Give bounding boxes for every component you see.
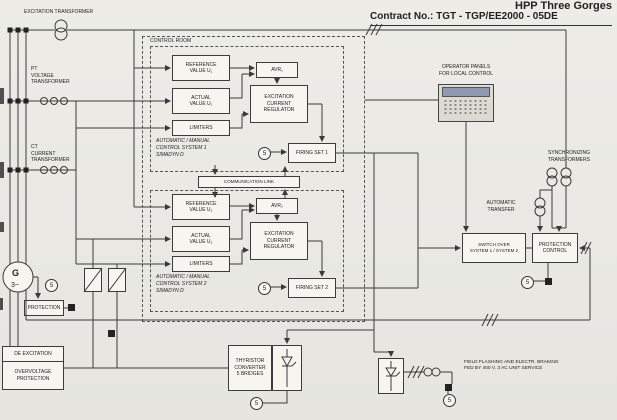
automatic-transfer-label: AUTOMATIC TRANSFER <box>486 200 516 213</box>
excitation-transformer-label: EXCITATION TRANSFORMER <box>24 9 94 15</box>
reference-value-2-box: REFERENCE VALUE U₂ <box>172 194 230 220</box>
thyristor-converter-box: THYRISTOR CONVERTER 5 BRIDGES <box>228 345 272 391</box>
control-room-label: CONTROL ROOM <box>150 38 192 44</box>
contract-number: Contract No.: TGT - TGP/EE2000 - 05DE <box>370 11 612 26</box>
scan-artifact <box>0 162 4 178</box>
excitation-current-regulator-1-box: EXCITATION CURRENT REGULATOR <box>250 85 308 123</box>
protection-box: PROTECTION <box>24 300 64 316</box>
field-breaker-symbol <box>423 367 441 377</box>
generator-phases: 3~ <box>11 282 19 289</box>
measuring-converter-1-box <box>84 268 102 292</box>
excitation-transformer-symbol <box>54 19 68 41</box>
scan-artifact <box>0 298 3 310</box>
connection-marker-field: 5 <box>443 394 456 407</box>
actual-value-1-box: ACTUAL VALUE U₁ <box>172 88 230 114</box>
operator-panels-label: OPERATOR PANELS FOR LOCAL CONTROL <box>439 64 493 77</box>
synchronizing-transformers-label: SYNCHRONIZING TRANSFORMERS <box>548 150 590 163</box>
system-2-caption: AUTOMATIC / MANUAL CONTROL SYSTEM 2 SIMA… <box>156 274 210 294</box>
operator-panel-screen <box>442 87 490 97</box>
generator-letter: G <box>12 268 19 278</box>
excitation-current-regulator-2-box: EXCITATION CURRENT REGULATOR <box>250 222 308 260</box>
control-system-2-frame <box>150 190 344 312</box>
overvoltage-protection-box: OVERVOLTAGE PROTECTION <box>2 361 64 390</box>
firing-set-2-box: FIRING SET 2 <box>288 278 336 298</box>
automatic-transfer-transformer-symbol <box>534 197 546 217</box>
firing-set-1-box: FIRING SET 1 <box>288 143 336 163</box>
limiters-1-box: LIMITERS <box>172 120 230 136</box>
scan-artifact <box>0 88 4 104</box>
operator-panel-buttons <box>443 99 489 115</box>
generator-symbol: G 3~ <box>2 261 34 293</box>
reference-value-1-box: REFERENCE VALUE U₁ <box>172 55 230 81</box>
connection-marker-protection: 5 <box>521 276 534 289</box>
connection-marker-converter: 5 <box>250 397 263 410</box>
avr-2-box: AVR₂ <box>256 198 298 214</box>
thyristor-symbol-box <box>272 345 302 391</box>
protection-control-box: PROTECTION CONTROL <box>532 233 578 263</box>
ct-label: CT CURRENT TRANSFORMER <box>31 144 70 163</box>
connection-marker-firing-2: 5 <box>258 282 271 295</box>
system-1-caption: AUTOMATIC / MANUAL CONTROL SYSTEM 1 SIMA… <box>156 138 210 158</box>
connection-marker-generator: 5 <box>45 279 58 292</box>
actual-value-2-box: ACTUAL VALUE U₂ <box>172 226 230 252</box>
pt-symbols <box>40 97 68 105</box>
control-room-box <box>142 36 365 322</box>
communication-link-box: COMMUNICATION LINK <box>198 176 300 188</box>
de-excitation-box: DE EXCITATION <box>2 346 64 362</box>
synchronizing-transformer-symbols <box>546 167 572 187</box>
page-title: HPP Three Gorges <box>515 0 612 12</box>
field-flash-thyristor-box <box>378 358 404 394</box>
measuring-converter-2-box <box>108 268 126 292</box>
ct-symbols <box>40 166 68 174</box>
connection-marker-firing-1: 5 <box>258 147 271 160</box>
control-system-1-frame <box>150 46 344 172</box>
scan-artifact <box>0 222 4 232</box>
pt-label: PT VOLTAGE TRANSFORMER <box>31 66 70 85</box>
field-flashing-label: FIELD FLASHING AND ELECTR. BRAKING FED B… <box>464 360 559 372</box>
operator-panel-image <box>438 84 494 122</box>
switch-over-box: SWITCH OVER SYSTEM 1 / SYSTEM 2 <box>462 233 526 263</box>
limiters-2-box: LIMITERS <box>172 256 230 272</box>
avr-1-box: AVR₁ <box>256 62 298 78</box>
